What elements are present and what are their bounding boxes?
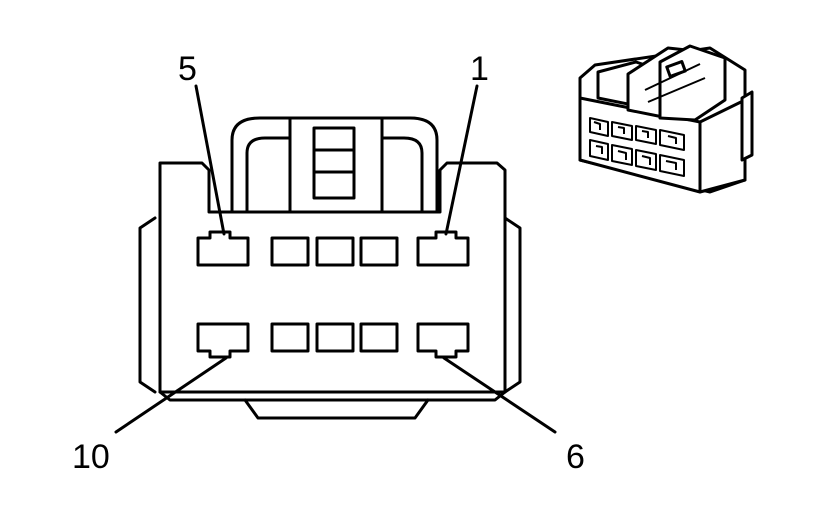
leader-pin-10	[114, 356, 228, 434]
leader-pin-1	[444, 84, 479, 236]
cavity-pin-8	[315, 322, 355, 353]
pin-10-label: 10	[72, 438, 110, 476]
cavity-pin-6	[416, 322, 470, 359]
cavity-pin-5	[196, 230, 250, 267]
pin-1-label: 1	[470, 50, 489, 88]
connector-face	[138, 116, 522, 420]
cavity-pin-2	[359, 236, 399, 267]
pin-5-label: 5	[178, 50, 197, 88]
pin-6-label: 6	[566, 438, 585, 476]
leader-pin-6	[442, 356, 557, 434]
cavity-pin-4	[270, 236, 310, 267]
connector-iso-view	[578, 44, 754, 194]
cavity-pin-1	[416, 230, 470, 267]
cavity-pin-3	[315, 236, 355, 267]
cavity-pin-7	[359, 322, 399, 353]
pin-cavities	[196, 230, 470, 359]
cavity-pin-10	[196, 322, 250, 359]
leader-lines	[114, 84, 557, 434]
cavity-pin-9	[270, 322, 310, 353]
leader-pin-5	[194, 84, 226, 236]
